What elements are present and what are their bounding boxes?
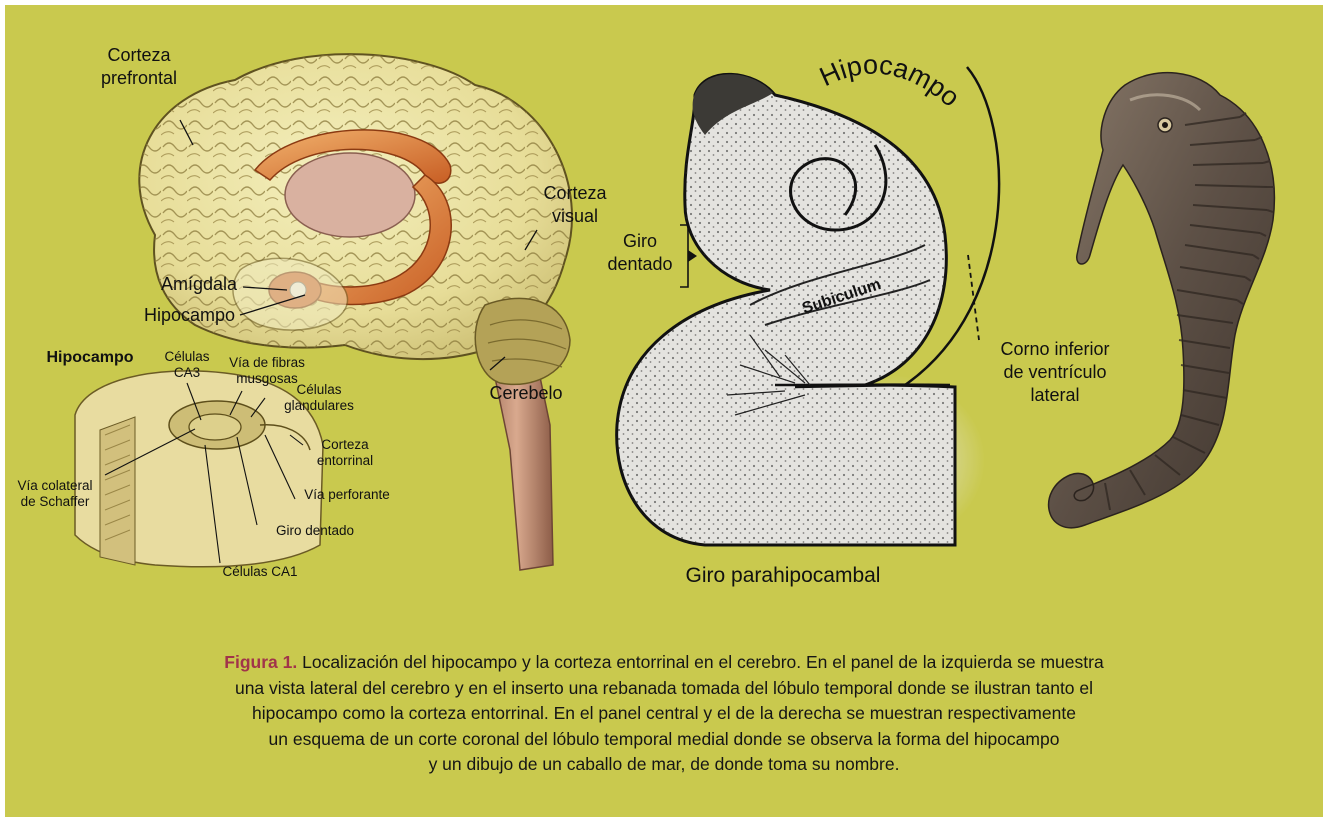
- seahorse-illustration: [1049, 73, 1275, 528]
- label-cerebelo: Cerebelo: [489, 383, 562, 403]
- label-corteza-visual-1: Corteza: [543, 183, 607, 203]
- caption-label: Figura 1.: [224, 652, 297, 672]
- label-celulas-ca1: Células CA1: [222, 564, 297, 579]
- label-corteza-prefrontal-2: prefrontal: [101, 68, 177, 88]
- giro-dentado-pointer: [688, 250, 697, 262]
- label-giro-dentado-center-2: dentado: [607, 254, 672, 274]
- label-inset-title: Hipocampo: [46, 349, 133, 366]
- cerebellum: [475, 298, 570, 384]
- figure-illustrations: Corteza prefrontal Corteza visual Amígda…: [5, 5, 1323, 645]
- label-giro-dentado-inset: Giro dentado: [276, 523, 354, 538]
- caption-line-5: y un dibujo de un caballo de mar, de don…: [65, 752, 1263, 778]
- caption-line-4: un esquema de un corte coronal del lóbul…: [65, 727, 1263, 753]
- label-corteza-entorrinal-1: Corteza: [321, 437, 369, 452]
- label-corno-2: de ventrículo: [1003, 362, 1106, 382]
- caption-line-1-text: Localización del hipocampo y la corteza …: [302, 652, 1104, 672]
- caption-line-2: una vista lateral del cerebro y en el in…: [65, 676, 1263, 702]
- label-via-fibras-1: Vía de fibras: [229, 355, 305, 370]
- schematic-dots: [617, 74, 955, 545]
- label-hipocampo: Hipocampo: [144, 305, 235, 325]
- label-hipocampo-center: Hipocampo: [815, 49, 965, 112]
- label-corno-1: Corno inferior: [1000, 339, 1109, 359]
- figure-panel: Corteza prefrontal Corteza visual Amígda…: [5, 5, 1323, 817]
- seahorse-pupil: [1162, 122, 1168, 128]
- hippocampus-schematic: [617, 74, 985, 545]
- label-corteza-entorrinal-2: entorrinal: [317, 453, 373, 468]
- label-celulas-ca3-2: CA3: [174, 365, 200, 380]
- caption-line-3: hipocampo como la corteza entorrinal. En…: [65, 701, 1263, 727]
- label-amigdala: Amígdala: [161, 274, 238, 294]
- caption-line-1: Figura 1. Localización del hipocampo y l…: [65, 650, 1263, 676]
- label-corteza-prefrontal-1: Corteza: [107, 45, 171, 65]
- label-giro-dentado-center-1: Giro: [623, 231, 657, 251]
- label-corno-3: lateral: [1030, 385, 1079, 405]
- label-celulas-glandulares-2: glandulares: [284, 398, 354, 413]
- label-celulas-glandulares-1: Células: [296, 382, 341, 397]
- giro-dentado-bracket: [680, 225, 688, 287]
- label-via-fibras-2: musgosas: [236, 371, 298, 386]
- label-via-colateral-1: Vía colateral: [17, 478, 92, 493]
- label-via-perforante: Vía perforante: [304, 487, 390, 502]
- slice-face: [100, 417, 135, 565]
- label-giro-parahipocampal: Giro parahipocambal: [686, 564, 881, 587]
- label-via-colateral-2: de Schaffer: [21, 494, 90, 509]
- thalamus: [285, 153, 415, 237]
- figure-caption: Figura 1. Localización del hipocampo y l…: [65, 650, 1263, 778]
- label-celulas-ca3-1: Células: [164, 349, 209, 364]
- label-corteza-visual-2: visual: [552, 206, 598, 226]
- slice-curl-inner: [189, 414, 241, 440]
